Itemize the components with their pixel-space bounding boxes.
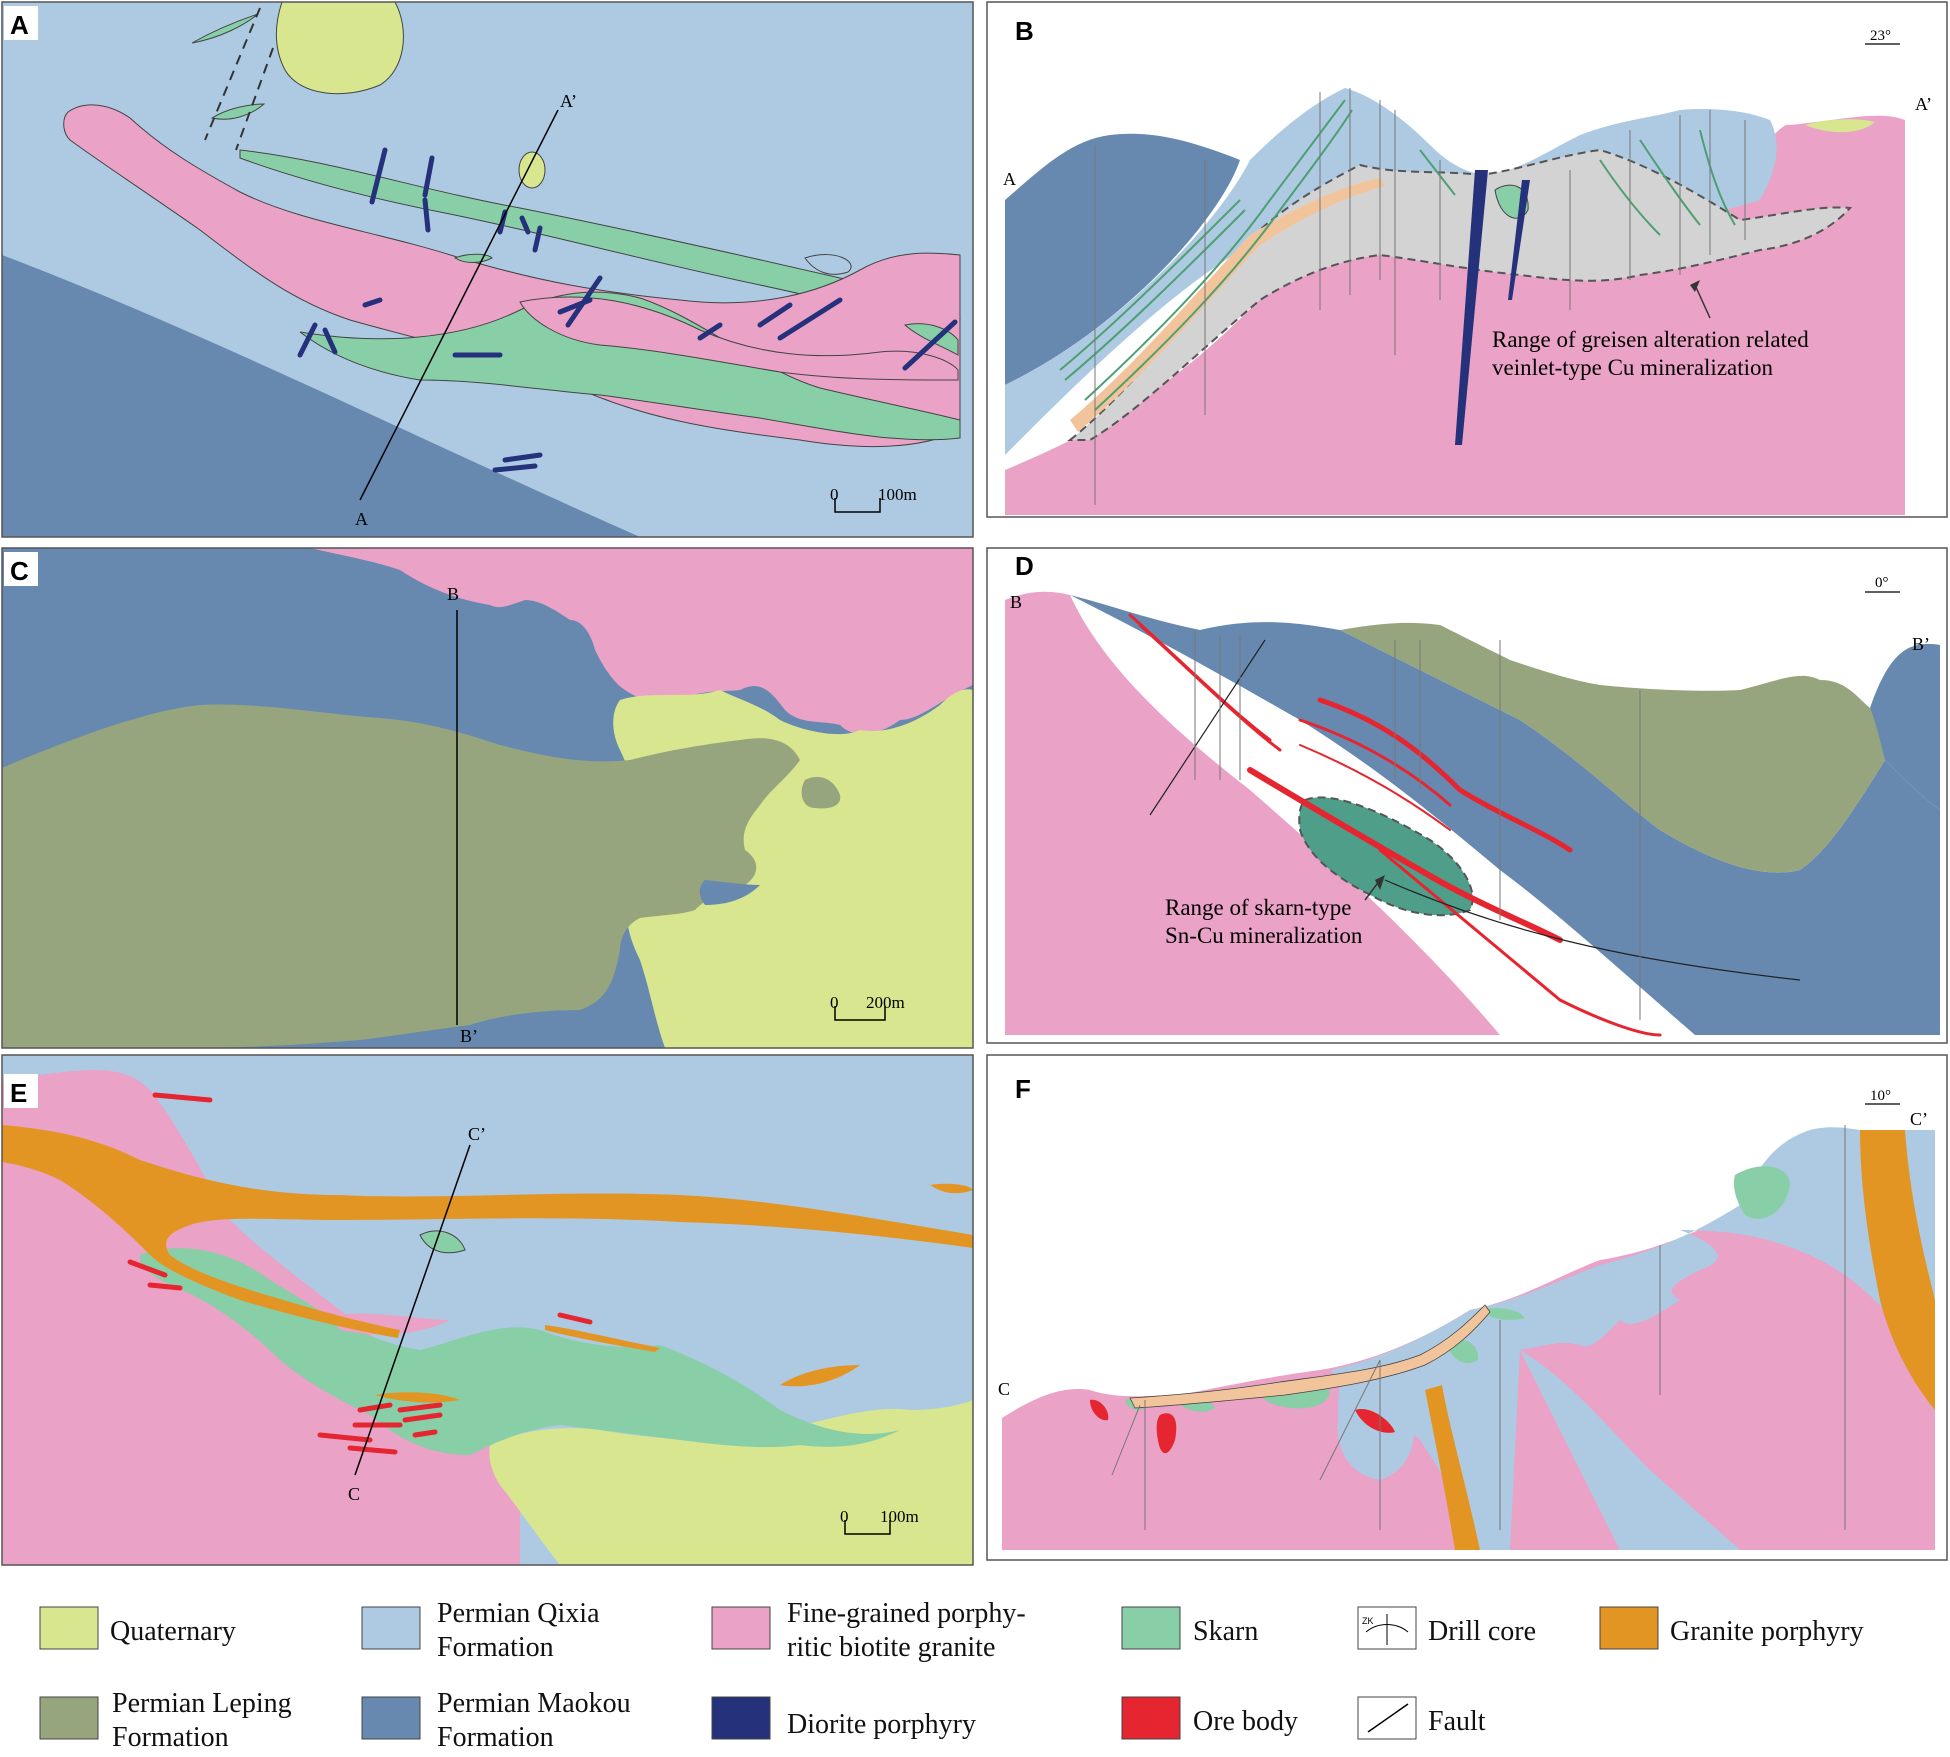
panel-b-left-end: A	[1003, 169, 1016, 189]
panel-c-scale-distance: 200m	[866, 993, 905, 1012]
legend-label-quaternary: Quaternary	[110, 1616, 236, 1647]
legend-label-qixia-2: Formation	[437, 1632, 554, 1663]
legend-label-granite-porphyry: Granite porphyry	[1670, 1616, 1864, 1647]
panel-f-section: C C’ 10° F	[986, 1054, 1948, 1561]
legend-swatch-diorite	[711, 1696, 771, 1740]
panel-f-left-end: C	[998, 1379, 1010, 1399]
legend-swatch-quaternary	[39, 1606, 99, 1650]
panel-c-section-end: B’	[460, 1026, 478, 1046]
panel-f-right-end: C’	[1910, 1109, 1928, 1129]
panel-e-scale-zero: 0	[840, 1507, 849, 1526]
panel-e-map: C C’ 0 100m E	[1, 1054, 974, 1566]
panel-b-letter: B	[1015, 16, 1034, 46]
panel-f-orientation: 10°	[1870, 1088, 1891, 1104]
panel-d-left-end: B	[1010, 592, 1022, 612]
panel-e-section-start: C	[348, 1484, 360, 1504]
panel-a-section-start: A	[355, 509, 368, 529]
panel-c-scale-zero: 0	[830, 993, 839, 1012]
legend-label-qixia-1: Permian Qixia	[437, 1598, 600, 1629]
panel-f-letter: F	[1015, 1074, 1031, 1104]
legend-item-maokou: Permian Maokou Formation	[361, 1688, 631, 1753]
panel-a-scale-distance: 100m	[878, 485, 917, 504]
legend-item-drill-core: ZK Drill core	[1357, 1606, 1536, 1650]
legend-item-skarn: Skarn	[1121, 1606, 1258, 1650]
legend-label-leping-1: Permian Leping	[112, 1688, 292, 1719]
panel-a-letter: A	[10, 10, 29, 40]
legend-swatch-leping	[39, 1696, 99, 1740]
legend-label-maokou-1: Permian Maokou	[437, 1688, 631, 1719]
panel-d-orientation: 0°	[1875, 575, 1889, 591]
legend-label-granite-1: Fine-grained porphy-	[787, 1598, 1026, 1629]
legend-item-quaternary: Quaternary	[39, 1606, 236, 1650]
legend-swatch-ore-body	[1121, 1696, 1181, 1740]
panel-c-scale-bar: 0 200m	[830, 993, 905, 1021]
legend-item-leping: Permian Leping Formation	[39, 1688, 292, 1753]
panel-b-annotation-line-2: veinlet-type Cu mineralization	[1492, 355, 1774, 380]
panel-d-right-end: B’	[1912, 634, 1930, 654]
legend-label-maokou-2: Formation	[437, 1722, 554, 1753]
panel-e-scale-distance: 100m	[880, 1507, 919, 1526]
panel-a-scale-zero: 0	[830, 485, 839, 504]
panel-d-letter: D	[1015, 551, 1034, 581]
panel-c-map: B B’ 0 200m C	[1, 547, 974, 1049]
legend-swatch-maokou	[361, 1696, 421, 1740]
panel-e-section-end: C’	[468, 1124, 486, 1144]
legend-label-granite-2: ritic biotite granite	[787, 1632, 995, 1663]
legend-label-diorite: Diorite porphyry	[787, 1709, 976, 1740]
legend: Quaternary Permian Qixia Formation Fine-…	[39, 1598, 1864, 1753]
legend-swatch-qixia	[361, 1606, 421, 1650]
legend-label-drill-core: Drill core	[1428, 1616, 1536, 1647]
legend-swatch-granite-porphyry	[1599, 1606, 1659, 1650]
panel-e-letter: E	[10, 1078, 27, 1108]
panel-b-annotation-line-1: Range of greisen alteration related	[1492, 327, 1809, 352]
legend-label-ore-body: Ore body	[1193, 1706, 1298, 1737]
drill-core-icon: ZK	[1357, 1606, 1417, 1650]
legend-swatch-skarn	[1121, 1606, 1181, 1650]
panel-c-letter: C	[10, 556, 29, 586]
legend-item-granite: Fine-grained porphy- ritic biotite grani…	[711, 1598, 1026, 1663]
drill-core-icon-text: ZK	[1362, 1616, 1374, 1626]
legend-swatch-granite	[711, 1606, 771, 1650]
fault-icon	[1357, 1696, 1417, 1740]
panel-d-section: Range of skarn-type Sn-Cu mineralization…	[986, 547, 1948, 1044]
panel-d-annotation-line-1: Range of skarn-type	[1165, 895, 1352, 920]
panel-b-section: Range of greisen alteration related vein…	[986, 1, 1948, 518]
panel-e-scale-bar: 0 100m	[840, 1507, 919, 1535]
legend-label-fault: Fault	[1428, 1706, 1486, 1737]
panel-b-orientation: 23°	[1870, 28, 1891, 44]
legend-label-skarn: Skarn	[1193, 1616, 1258, 1647]
panel-a-map: A A’ 0 100m A	[1, 1, 974, 538]
legend-item-fault: Fault	[1357, 1696, 1486, 1740]
legend-item-qixia: Permian Qixia Formation	[361, 1598, 600, 1663]
panel-c-section-start: B	[447, 584, 459, 604]
legend-item-diorite: Diorite porphyry	[711, 1696, 976, 1740]
panel-d-annotation-line-2: Sn-Cu mineralization	[1165, 923, 1363, 948]
legend-item-granite-porphyry: Granite porphyry	[1599, 1606, 1864, 1650]
panel-a-scale-bar: 0 100m	[830, 485, 917, 513]
panel-a-section-end: A’	[560, 91, 577, 111]
panel-b-right-end: A’	[1915, 94, 1932, 114]
legend-item-ore-body: Ore body	[1121, 1696, 1298, 1740]
legend-label-leping-2: Formation	[112, 1722, 229, 1753]
